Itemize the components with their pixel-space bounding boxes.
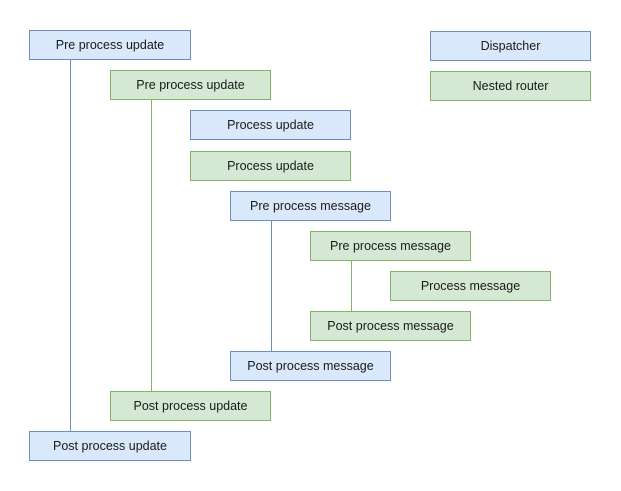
- connector-edge-router-message-spine: [351, 261, 352, 311]
- node-post-process-update-router[interactable]: Post process update: [110, 391, 271, 421]
- node-label: Process message: [420, 278, 521, 293]
- node-label: Process update: [227, 117, 314, 132]
- node-pre-process-update-dispatcher[interactable]: Pre process update: [29, 30, 191, 60]
- node-process-update-router[interactable]: Process update: [190, 151, 351, 181]
- node-label: Post process update: [53, 438, 167, 453]
- node-pre-process-message-router[interactable]: Pre process message: [310, 231, 471, 261]
- node-label: Post process message: [327, 318, 454, 333]
- node-label: Process update: [227, 158, 314, 173]
- node-label: Post process message: [247, 358, 374, 373]
- legend-item-legend-dispatcher[interactable]: Dispatcher: [430, 31, 591, 61]
- connector-edge-router-update-spine: [151, 100, 152, 391]
- node-post-process-update-dispatcher[interactable]: Post process update: [29, 431, 191, 461]
- node-label: Pre process message: [330, 238, 451, 253]
- node-post-process-message-dispatcher[interactable]: Post process message: [230, 351, 391, 381]
- node-label: Pre process update: [55, 37, 165, 52]
- node-pre-process-message-dispatcher[interactable]: Pre process message: [230, 191, 391, 221]
- node-label: Post process update: [133, 398, 248, 413]
- connector-edge-dispatcher-message-spine: [271, 221, 272, 351]
- node-pre-process-update-router[interactable]: Pre process update: [110, 70, 271, 100]
- node-label: Pre process message: [250, 198, 371, 213]
- node-label: Pre process update: [136, 77, 245, 92]
- node-post-process-message-router[interactable]: Post process message: [310, 311, 471, 341]
- node-process-update-dispatcher[interactable]: Process update: [190, 110, 351, 140]
- legend-label: Dispatcher: [480, 38, 541, 53]
- node-process-message-router[interactable]: Process message: [390, 271, 551, 301]
- connector-edge-dispatcher-update-spine: [70, 60, 71, 431]
- legend-label: Nested router: [472, 78, 549, 93]
- legend-item-legend-nested-router[interactable]: Nested router: [430, 71, 591, 101]
